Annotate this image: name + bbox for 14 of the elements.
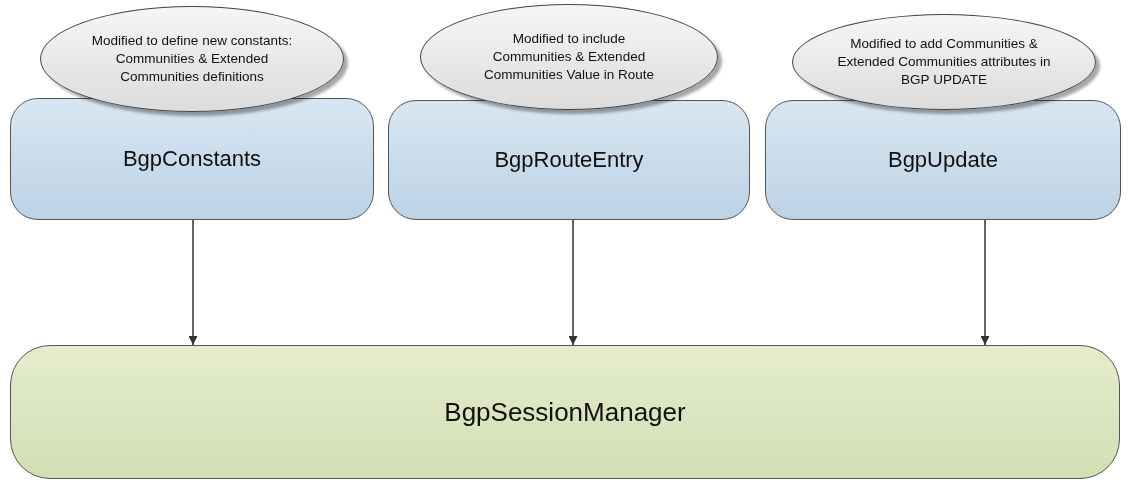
class-box — [388, 100, 750, 220]
arrow — [568, 219, 578, 346]
arrow — [188, 219, 198, 346]
class-box — [765, 100, 1121, 220]
class-box — [10, 98, 374, 220]
note-text: Modified to define new constants: Communities & Extended Communities definitions — [90, 31, 294, 87]
box-label: BgpRouteEntry — [494, 147, 644, 173]
manager-box — [10, 345, 1120, 479]
box-label: BgpConstants — [122, 146, 262, 172]
note-text: Modified to include Communities & Extended Communities Value in Route — [483, 29, 655, 85]
note-text: Modified to add Communities & Extended Communities attributes in BGP UPDATE — [836, 34, 1052, 90]
box-label: BgpUpdate — [887, 147, 999, 173]
box-label: BgpSessionManager — [444, 396, 686, 428]
arrow — [980, 219, 990, 346]
